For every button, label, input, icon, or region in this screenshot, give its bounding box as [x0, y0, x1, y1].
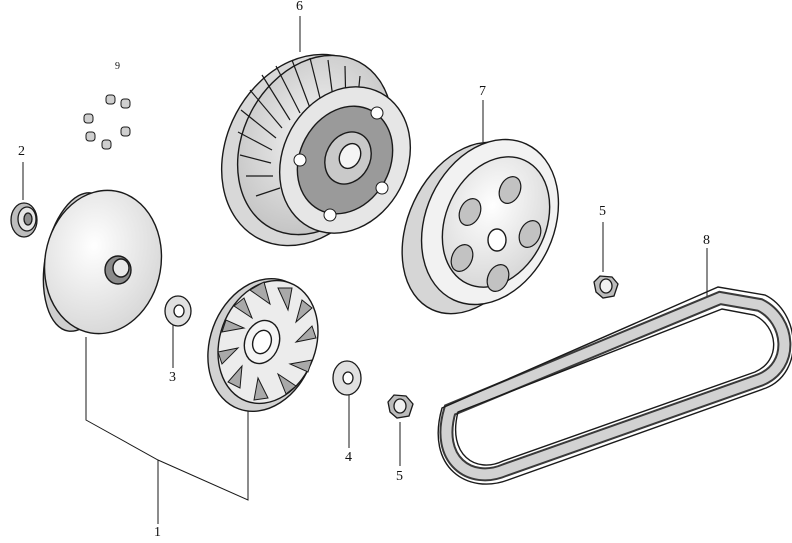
clutch-assembly-part-6 — [220, 53, 412, 247]
callout-6: 6 — [296, 0, 303, 14]
callout-5-upper: 5 — [599, 204, 606, 219]
callout-1: 1 — [154, 525, 161, 540]
nut-part-5-lower — [387, 394, 414, 419]
rollers-part-9 — [83, 94, 131, 150]
fixed-drive-face-part-1 — [42, 189, 163, 335]
callout-7: 7 — [479, 84, 486, 99]
drive-belt-part-8 — [437, 286, 792, 485]
callout-9: 9 — [115, 61, 120, 72]
nut-part-5-upper — [593, 275, 619, 299]
bushing-part-2 — [10, 202, 38, 238]
clutch-bell-part-7 — [401, 138, 560, 315]
movable-drive-face-part-1 — [207, 277, 319, 413]
washer-part-3 — [164, 295, 192, 327]
pulley-fins — [217, 281, 317, 401]
callout-2: 2 — [18, 144, 25, 159]
callout-5-lower: 5 — [396, 469, 403, 484]
callout-3: 3 — [169, 370, 176, 385]
leader-lines — [22, 16, 708, 524]
washer-part-4 — [332, 360, 362, 396]
callout-8: 8 — [703, 233, 710, 248]
callout-4: 4 — [345, 450, 352, 465]
